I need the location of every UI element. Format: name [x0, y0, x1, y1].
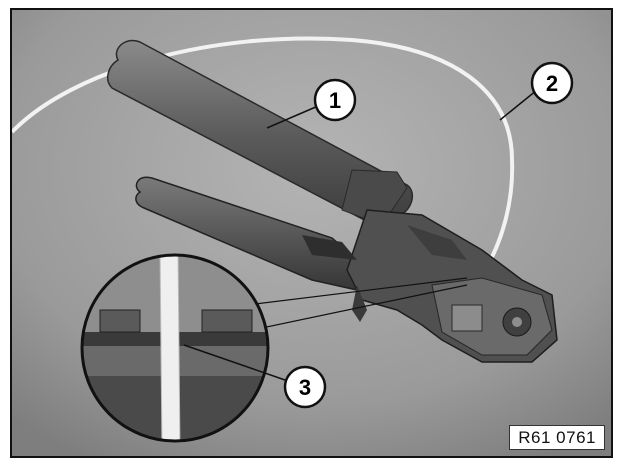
callout-1-number: 1 [329, 88, 341, 113]
inset-cable [159, 255, 181, 441]
callout-3-leader [183, 344, 286, 381]
callout-1-leader [266, 105, 319, 129]
inset-pointer-line-upper [246, 277, 468, 306]
callout-2-leader [499, 89, 538, 121]
callout-3: 3 [283, 365, 327, 409]
inset-pointer-line-lower [251, 284, 468, 331]
photo-frame: 1 2 3 R61 0761 [10, 8, 613, 458]
figure-reference-code: R61 0761 [509, 425, 605, 450]
tool-head [302, 209, 558, 363]
detail-inset [80, 253, 270, 443]
callout-1: 1 [313, 78, 357, 122]
callout-2: 2 [530, 61, 574, 105]
upper-handle [107, 39, 414, 226]
photo-tool-illustration: 1 2 3 [12, 10, 611, 456]
callout-3-number: 3 [299, 375, 311, 400]
callout-2-number: 2 [546, 71, 558, 96]
